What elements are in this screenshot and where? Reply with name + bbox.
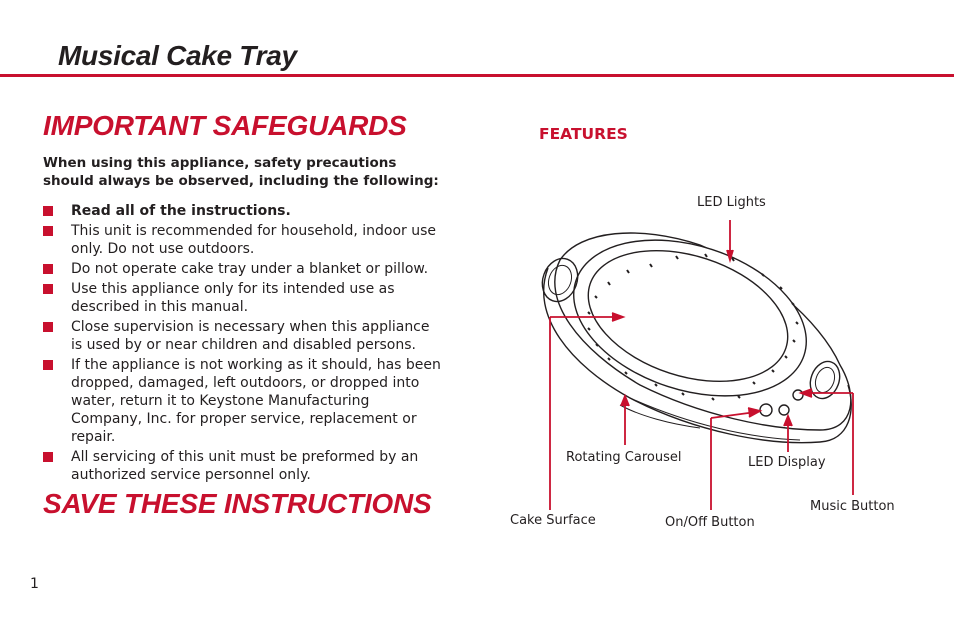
cake-tray-illustration [541, 220, 854, 510]
safeguard-item: Use this appliance only for its intended… [43, 280, 443, 316]
safeguard-item: Close supervision is necessary when this… [43, 318, 443, 354]
led-lights-ticks [587, 253, 799, 401]
bullet-square-icon [43, 264, 53, 274]
safeguard-item: This unit is recommended for household, … [43, 222, 443, 258]
led-display-label: LED Display [748, 455, 826, 470]
page-number: 1 [30, 576, 39, 592]
cake-surface-label: Cake Surface [510, 513, 596, 528]
safeguards-intro: When using this appliance, safety precau… [43, 155, 439, 189]
bullet-square-icon [43, 322, 53, 332]
bullet-square-icon [43, 226, 53, 236]
header-rule [0, 74, 954, 77]
features-heading: FEATURES [539, 125, 628, 143]
page-title: Musical Cake Tray [58, 40, 297, 71]
safeguard-item: Do not operate cake tray under a blanket… [43, 260, 443, 278]
music-button-label: Music Button [810, 499, 895, 514]
bullet-square-icon [43, 284, 53, 294]
safeguard-item: All servicing of this unit must be prefo… [43, 448, 443, 484]
bullet-square-icon [43, 452, 53, 462]
rotating-carousel-label: Rotating Carousel [566, 450, 682, 465]
cake-tray-diagram: LED Lights Rotating Carousel LED Display… [500, 190, 954, 540]
led-lights-label: LED Lights [697, 195, 766, 210]
on-off-button-label: On/Off Button [665, 515, 755, 530]
safeguard-item: Read all of the instructions. [43, 202, 443, 220]
bullet-square-icon [43, 360, 53, 370]
save-instructions-heading: SAVE THESE INSTRUCTIONS [43, 488, 432, 519]
bullet-square-icon [43, 206, 53, 216]
tray-body [541, 232, 852, 444]
safeguard-item: If the appliance is not working as it sh… [43, 356, 443, 446]
safeguards-heading: IMPORTANT SAFEGUARDS [43, 110, 407, 141]
callout-lines [549, 220, 854, 510]
safeguards-section: IMPORTANT SAFEGUARDS When using this app… [43, 108, 443, 486]
safeguards-list: Read all of the instructions. This unit … [43, 202, 443, 484]
